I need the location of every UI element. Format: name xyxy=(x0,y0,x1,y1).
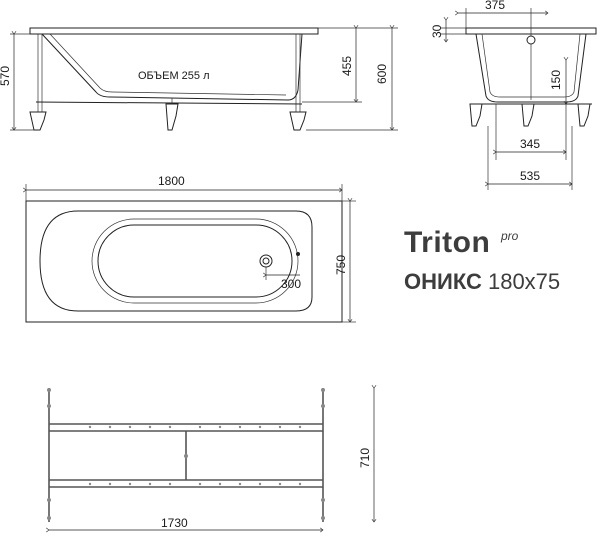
side-rim xyxy=(29,27,319,35)
model-size: 180x75 xyxy=(487,269,561,294)
side-view: ОБЪЕМ 255 л 570 455 600 xyxy=(0,27,398,131)
end-rim xyxy=(465,27,597,35)
side-body xyxy=(41,33,303,101)
top-view: 1800 750 300 xyxy=(25,174,356,323)
dim-375: 375 xyxy=(485,0,505,12)
volume-label: ОБЪЕМ 255 л xyxy=(138,70,210,82)
top-outline xyxy=(25,200,343,323)
dim-600: 600 xyxy=(375,64,389,84)
brand-name: Triton xyxy=(404,226,491,259)
top-inner-rim xyxy=(39,210,313,312)
dim-535: 535 xyxy=(520,169,540,183)
model-name: ОНИКС xyxy=(404,269,482,294)
dim-570: 570 xyxy=(0,66,12,86)
overflow-dot xyxy=(296,252,300,256)
dim-710: 710 xyxy=(358,448,372,468)
dim-1800: 1800 xyxy=(158,174,185,188)
dim-345: 345 xyxy=(520,137,540,151)
end-body xyxy=(475,33,587,103)
model-title: ОНИКС 180x75 xyxy=(404,269,560,295)
overflow-icon xyxy=(526,35,536,45)
top-basin xyxy=(97,224,293,298)
frame-view: 1730 710 xyxy=(47,388,374,530)
side-legs xyxy=(29,34,307,131)
dim-455: 455 xyxy=(340,56,354,76)
dim-1730: 1730 xyxy=(161,516,188,530)
dim-300: 300 xyxy=(281,277,301,291)
brand-suffix: pro xyxy=(501,229,519,243)
dim-150: 150 xyxy=(549,70,563,90)
end-view: 375 30 150 345 535 xyxy=(430,0,597,190)
dim-750: 750 xyxy=(334,255,348,275)
dim-30: 30 xyxy=(430,24,444,38)
drain-icon xyxy=(259,254,273,268)
